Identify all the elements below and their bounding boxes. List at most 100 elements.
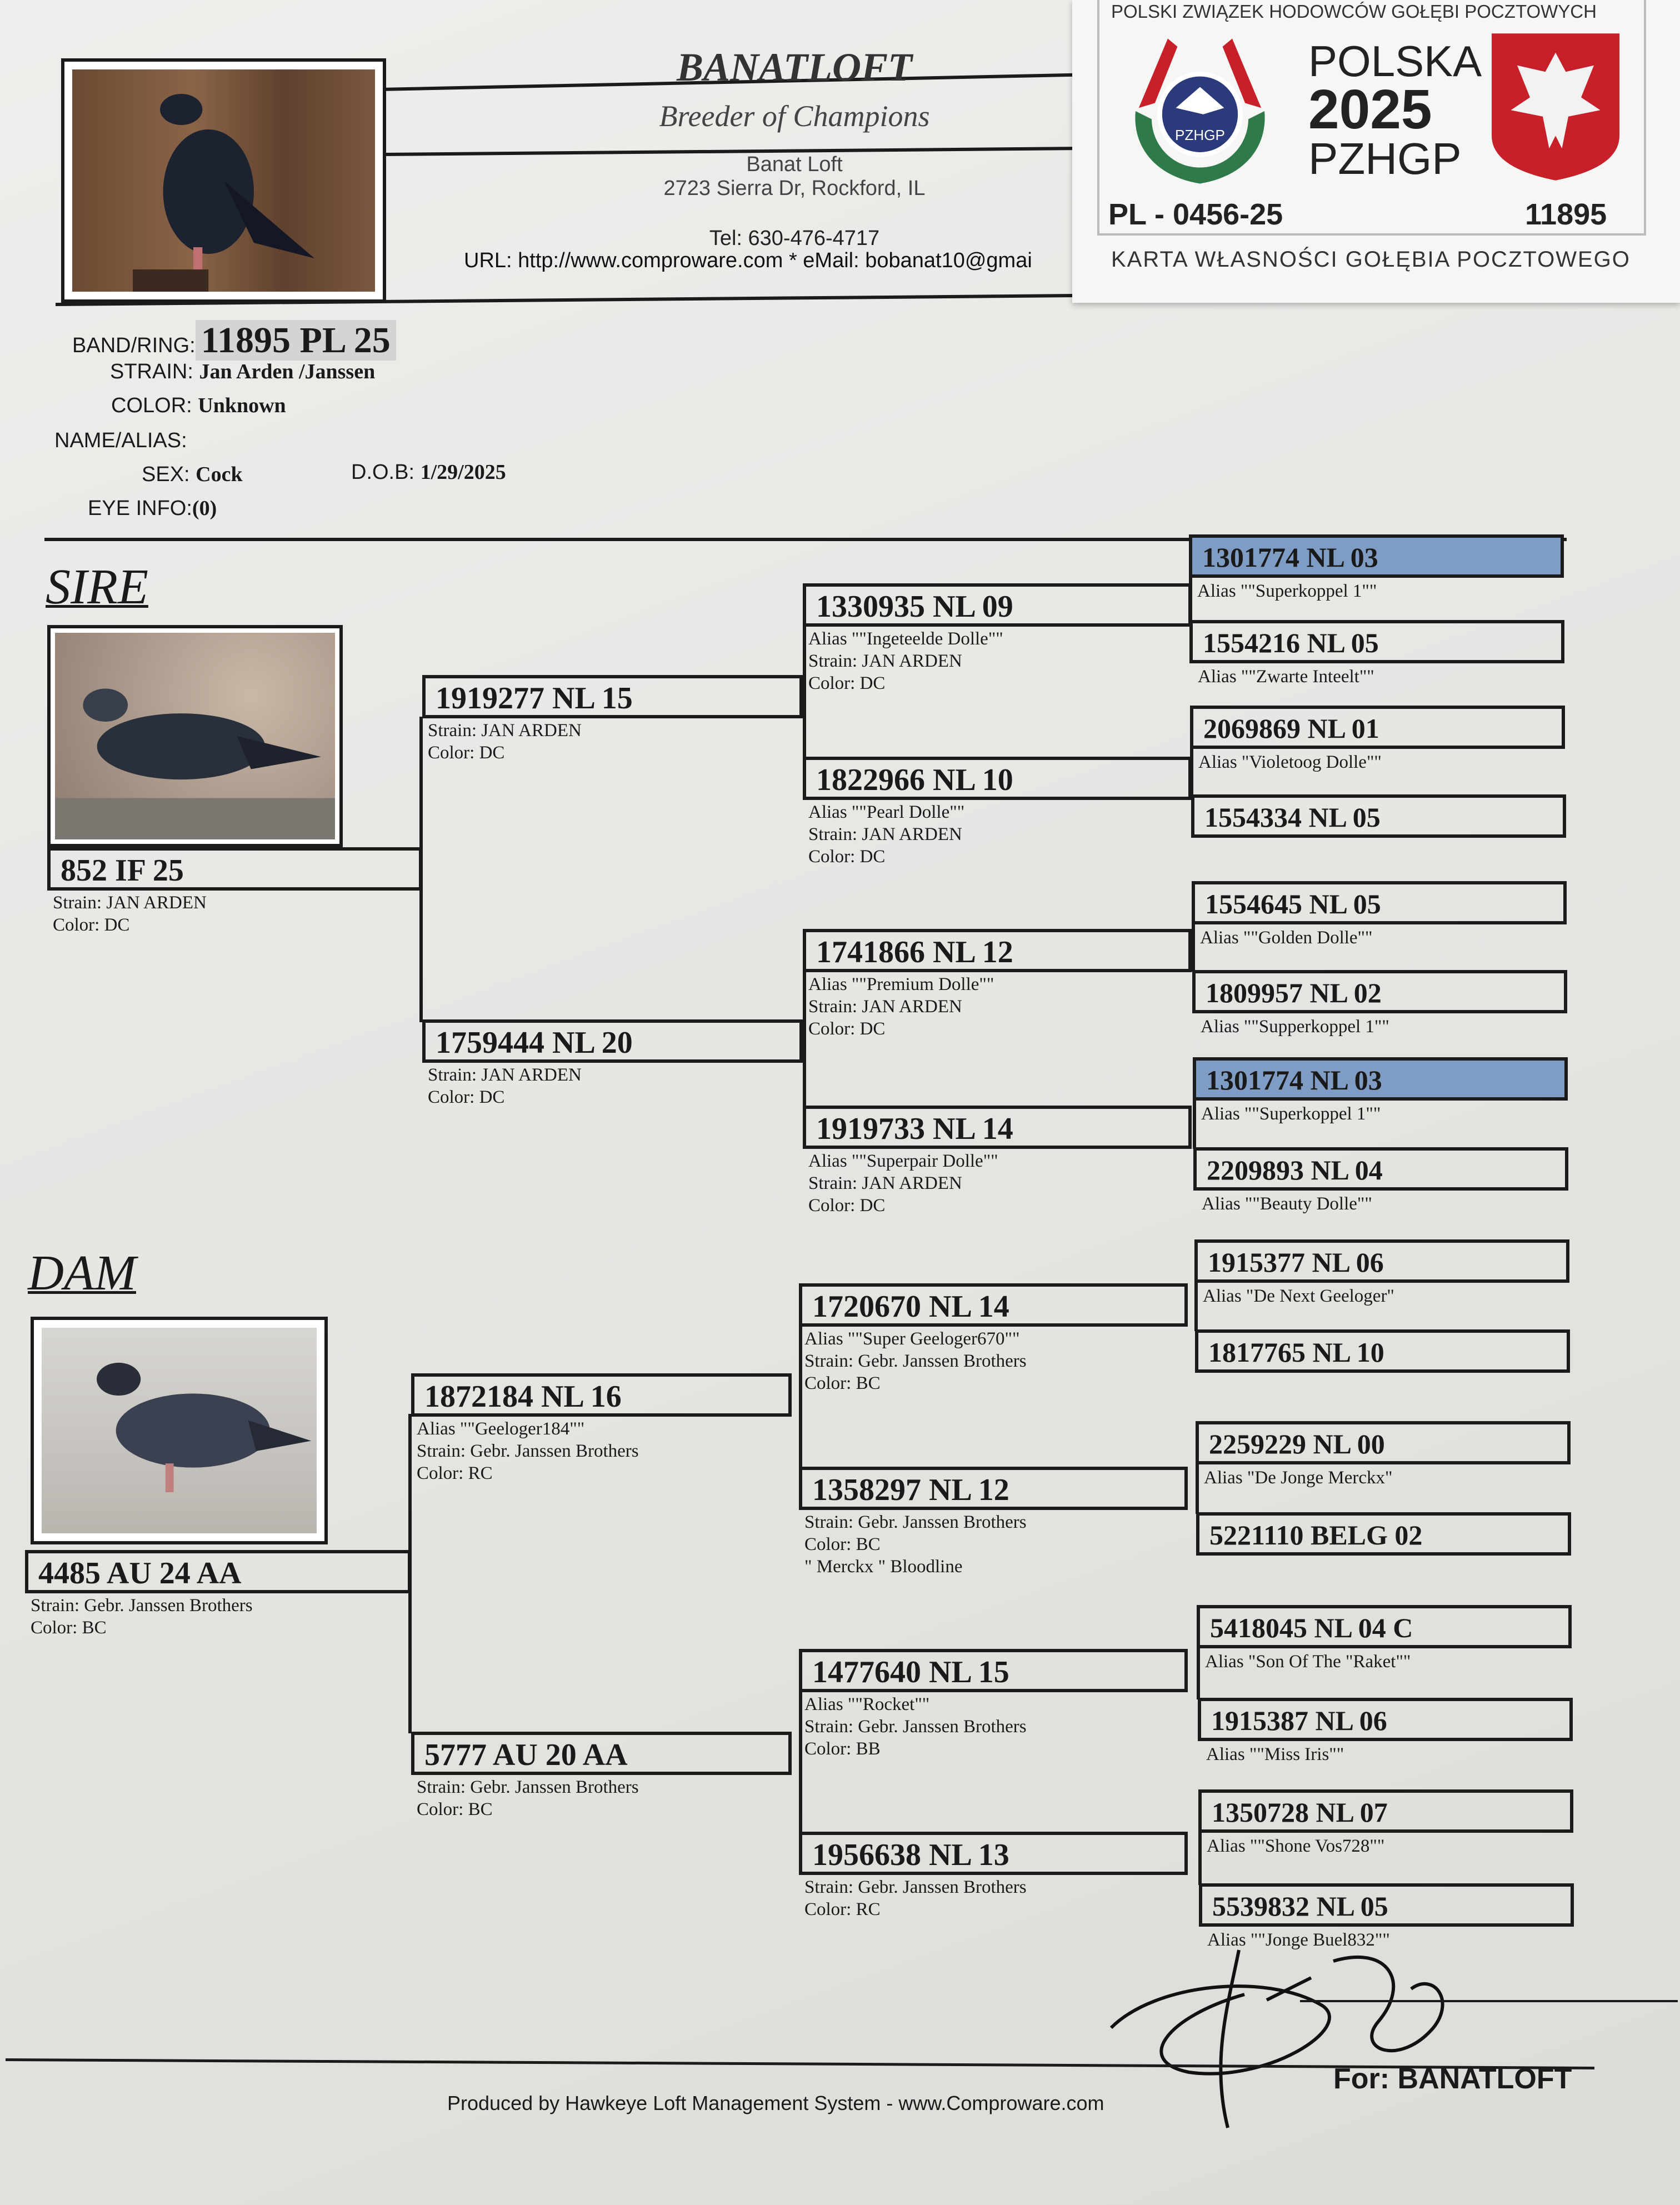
polish-eagle-emblem [1492,33,1619,181]
pedigree-alias: Alias ""Beauty Dolle"" [1202,1194,1372,1214]
strain-label: STRAIN: [110,360,193,383]
pedigree-detail-line: Strain: JAN ARDEN [428,1065,582,1085]
pedigree-box-gen3[interactable]: 1822966 NL 10 [803,757,1192,800]
pedigree-detail-line: Strain: Gebr. Janssen Brothers [417,1777,639,1797]
pedigree-box-gen4[interactable]: 1301774 NL 03 [1193,1057,1568,1101]
loft-url-email[interactable]: URL: http://www.comproware.com * eMail: … [464,249,1032,272]
connector-line [799,1325,802,1468]
pedigree-box-gen3[interactable]: 1358297 NL 12 [799,1467,1188,1510]
strain-value: Jan Arden /Janssen [199,360,376,383]
pedigree-detail-line: Strain: Gebr. Janssen Brothers [804,1512,1027,1532]
pedigree-box-gen2[interactable]: 1872184 NL 16 [411,1373,792,1417]
pedigree-alias: Alias ""Miss Iris"" [1206,1744,1344,1764]
pzhgp-logo: PZHGP [1135,38,1265,184]
pedigree-detail-line: Alias ""Rocket"" [804,1694,930,1714]
alias-label: NAME/ALIAS: [54,429,187,452]
color-value: Unknown [198,394,286,417]
pedigree-box-gen4[interactable]: 5221110 BELG 02 [1196,1512,1571,1556]
pedigree-detail-line: Color: DC [808,847,886,867]
loft-subtitle: Breeder of Champions [659,99,930,133]
pedigree-alias: Alias ""Superkoppel 1"" [1201,1104,1381,1124]
connector-line [1198,1831,1202,1885]
signature [1109,1949,1444,2128]
pedigree-box-gen4[interactable]: 1554216 NL 05 [1189,620,1564,663]
pedigree-detail-line: Strain: JAN ARDEN [428,721,582,741]
pedigree-detail-line: Color: RC [417,1463,493,1483]
loft-name: Banat Loft [746,153,843,176]
pedigree-box-gen3[interactable]: 1956638 NL 13 [799,1832,1188,1875]
color-row: COLOR: Unknown [111,393,286,418]
pedigree-alias: Alias ""Shone Vos728"" [1207,1836,1385,1856]
subject-photo [61,58,386,303]
dob-value: 1/29/2025 [420,461,506,484]
pedigree-detail-line: Alias ""Super Geeloger670"" [804,1329,1020,1349]
pedigree-box-gen4[interactable]: 1809957 NL 02 [1192,970,1567,1013]
pedigree-box-gen4[interactable]: 1301774 NL 03 [1189,534,1564,578]
pedigree-box-gen4[interactable]: 1554334 NL 05 [1191,794,1566,838]
pedigree-detail-line: Strain: Gebr. Janssen Brothers [31,1596,253,1616]
pedigree-box-gen4[interactable]: 1554645 NL 05 [1192,881,1567,924]
pedigree-alias: Alias "Son Of The "Raket"" [1205,1652,1411,1672]
pedigree-detail-line: Strain: JAN ARDEN [808,1173,962,1193]
pedigree-box-gen1[interactable]: 4485 AU 24 AA [25,1550,411,1593]
pedigree-alias: Alias ""Supperkoppel 1"" [1201,1017,1389,1037]
card-caption: KARTA WŁASNOŚCI GOŁĘBIA POCZTOWEGO [1111,247,1631,272]
pedigree-detail-line: Alias ""Superpair Dolle"" [808,1151,998,1171]
pedigree-alias: Alias ""Superkoppel 1"" [1197,581,1377,601]
pedigree-box-gen3[interactable]: 1720670 NL 14 [799,1283,1188,1327]
card-polska: POLSKA [1308,37,1482,86]
pedigree-box-gen2[interactable]: 1759444 NL 20 [422,1019,803,1063]
pedigree-detail-line: Color: RC [804,1899,881,1919]
connector-line [1190,747,1193,796]
pedigree-box-gen2[interactable]: 1919277 NL 15 [422,675,803,718]
pedigree-detail-line: Strain: JAN ARDEN [53,893,207,913]
dam-photo [31,1317,328,1544]
pedigree-detail-line: Strain: Gebr. Janssen Brothers [417,1441,639,1461]
pedigree-detail-line: Color: DC [808,673,886,693]
pedigree-box-gen4[interactable]: 2209893 NL 04 [1193,1147,1568,1191]
pedigree-detail-line: Color: DC [808,1019,886,1039]
band-ring-row: BAND/RING:11895 PL 25 [72,319,396,362]
card-code: PL - 0456-25 [1108,198,1283,231]
dob-row: D.O.B: 1/29/2025 [351,460,506,484]
for-loft: For: BANATLOFT [1333,2063,1572,2095]
pedigree-detail-line: Strain: Gebr. Janssen Brothers [804,1351,1027,1371]
pedigree-detail-line: Color: DC [428,1087,505,1107]
pedigree-detail-line: Strain: JAN ARDEN [808,997,962,1017]
pedigree-detail-line: Color: DC [53,915,130,935]
card-inner-frame [1097,0,1646,236]
pedigree-box-gen4[interactable]: 1817765 NL 10 [1195,1329,1570,1373]
loft-title: BANATLOFT [676,45,913,89]
card-pzhgp: PZHGP [1308,134,1462,183]
pigeon-image [55,688,335,839]
connector-line [803,971,806,1107]
color-label: COLOR: [111,394,192,417]
pedigree-box-gen2[interactable]: 5777 AU 20 AA [411,1732,792,1775]
sex-label: SEX: [142,463,190,486]
pedigree-box-gen3[interactable]: 1477640 NL 15 [799,1649,1188,1692]
pedigree-box-gen4[interactable]: 1915377 NL 06 [1194,1239,1569,1283]
pedigree-box-gen4[interactable]: 1350728 NL 07 [1198,1789,1573,1833]
connector-line [419,717,423,1022]
pedigree-box-gen4[interactable]: 5539832 NL 05 [1199,1883,1574,1927]
pedigree-box-gen3[interactable]: 1741866 NL 12 [803,929,1192,972]
strain-row: STRAIN: Jan Arden /Janssen [110,359,375,384]
pigeon-image [97,1362,312,1492]
pedigree-detail-line: Color: BC [804,1373,881,1393]
pedigree-box-gen4[interactable]: 1915387 NL 06 [1198,1698,1573,1741]
connector-line [1197,1647,1200,1699]
connector-line [1194,1281,1198,1331]
pedigree-top-rule [44,538,1567,541]
band-ring-value: 11895 PL 25 [195,320,396,361]
pedigree-alias: Alias "De Next Geeloger" [1203,1286,1394,1306]
pedigree-box-gen3[interactable]: 1919733 NL 14 [803,1106,1192,1149]
pedigree-box-gen3[interactable]: 1330935 NL 09 [803,583,1192,627]
pedigree-box-gen4[interactable]: 5418045 NL 04 C [1197,1605,1572,1648]
pedigree-box-gen4[interactable]: 2069869 NL 01 [1190,706,1565,749]
connector-line [1189,576,1192,622]
dob-label: D.O.B: [351,461,415,484]
pedigree-detail-line: Color: BC [31,1618,107,1638]
pedigree-box-gen1[interactable]: 852 IF 25 [47,847,422,891]
eye-label: EYE INFO: [88,497,192,520]
pedigree-box-gen4[interactable]: 2259229 NL 00 [1196,1421,1571,1464]
